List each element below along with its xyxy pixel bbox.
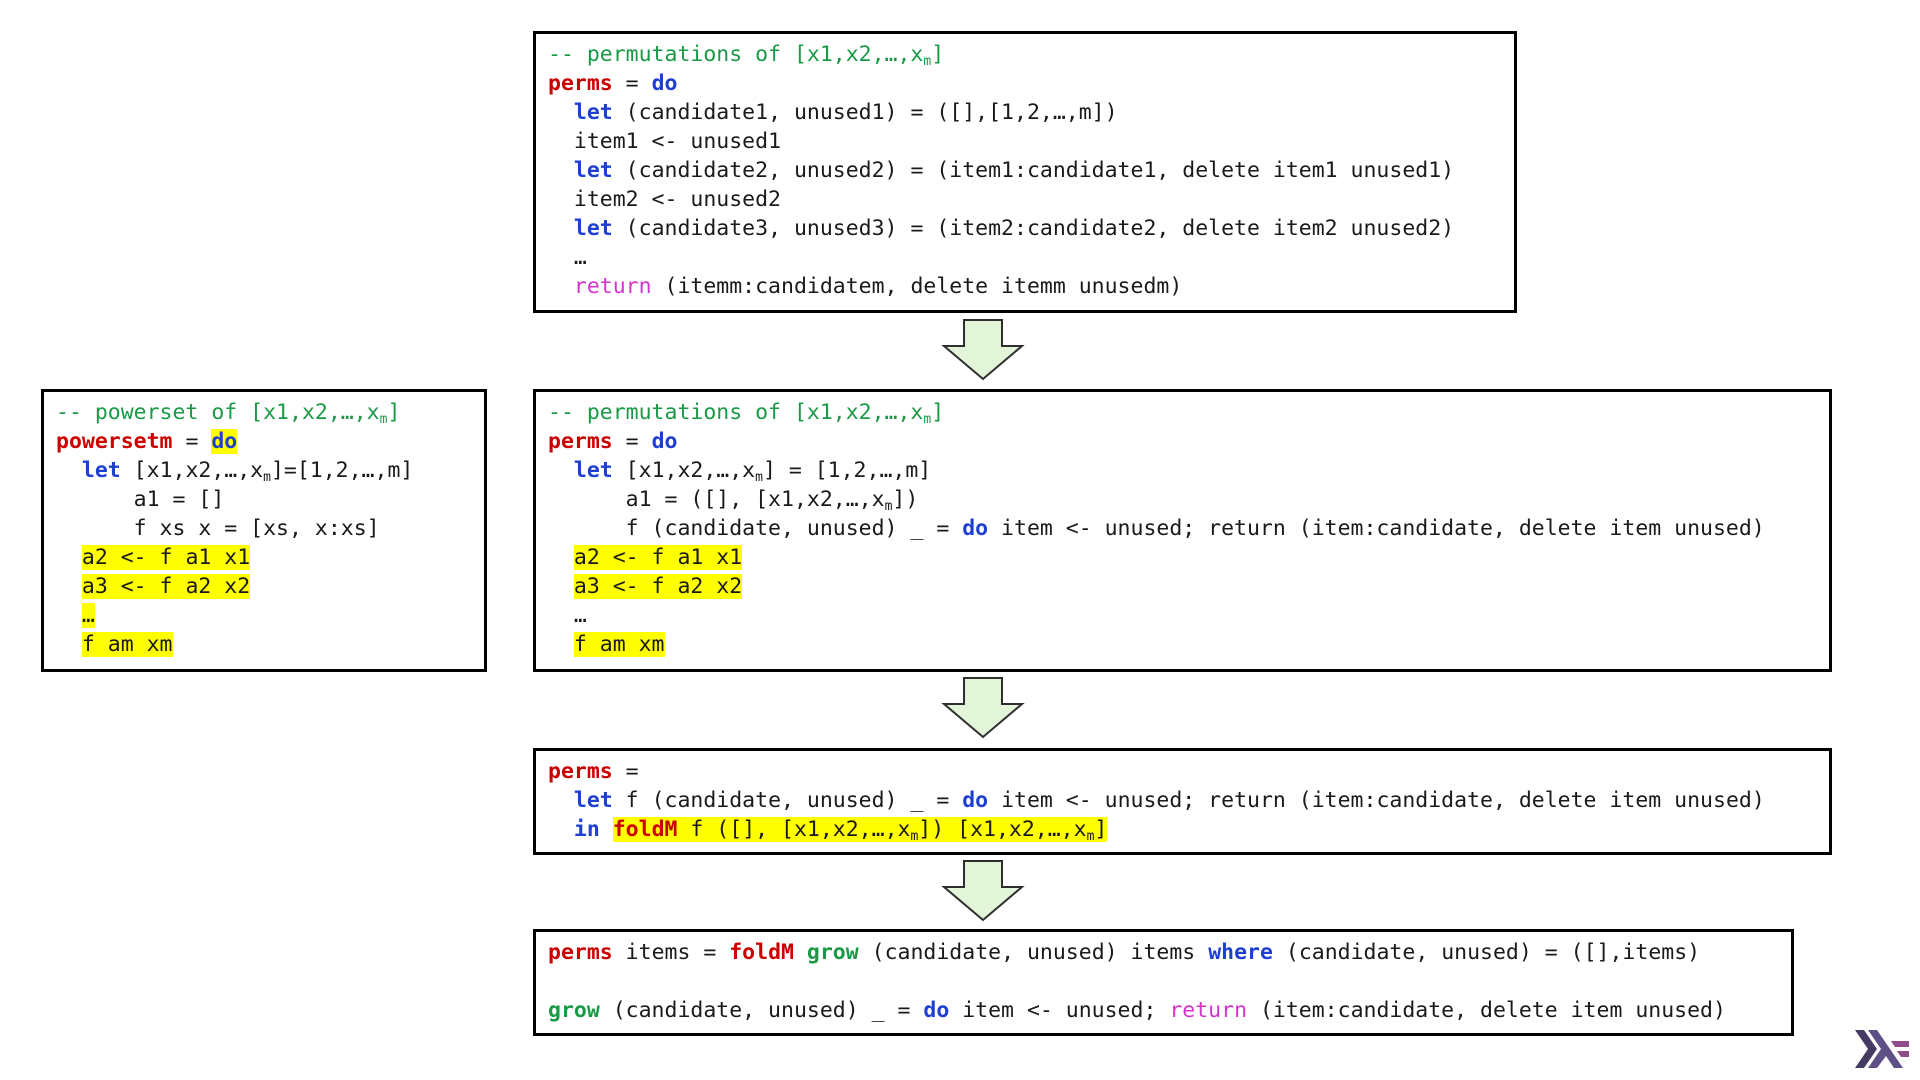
- code-line-powersetm-do: powersetm = do: [56, 429, 238, 454]
- code-line-return: return (itemm:candidatem, delete itemm u…: [573, 274, 1183, 299]
- code-line-let: let [x1,x2,…,xm]=[1,2,…,m]: [81, 458, 414, 485]
- down-arrow-icon: [941, 677, 1025, 739]
- code-line-let-1: let (candidate1, unused1) = ([],[1,2,…,m…: [573, 100, 1118, 125]
- code-line-perms: perms =: [548, 759, 639, 784]
- code-line-a2: a2 <- f a1 x1: [573, 545, 743, 570]
- code-line-f-am-xm: f am xm: [573, 632, 665, 657]
- down-arrow-icon: [941, 319, 1025, 381]
- code-line-in-foldm: in foldM f ([], [x1,x2,…,xm]) [x1,x2,…,x…: [573, 817, 1108, 844]
- code-line-perms-do: perms = do: [548, 71, 678, 96]
- code-line-a1: a1 = ([], [x1,x2,…,xm]): [625, 487, 919, 514]
- code-line-comment: -- powerset of [x1,x2,…,xm]: [56, 400, 401, 427]
- code-line-perms-foldm: perms items = foldM grow (candidate, unu…: [548, 940, 1701, 965]
- code-line-a3: a3 <- f a2 x2: [81, 574, 251, 599]
- code-line-a1: a1 = []: [133, 487, 225, 512]
- code-line-a2: a2 <- f a1 x1: [81, 545, 251, 570]
- final-definition-box: perms items = foldM grow (candidate, unu…: [533, 929, 1794, 1036]
- code-line-f-def: f xs x = [xs, x:xs]: [133, 516, 380, 541]
- code-line-grow-def: grow (candidate, unused) _ = do item <- …: [548, 998, 1726, 1023]
- code-line-let-3: let (candidate3, unused3) = (item2:candi…: [573, 216, 1455, 241]
- code-line-item1: item1 <- unused1: [573, 129, 781, 154]
- code-line-f-am-xm: f am xm: [81, 632, 173, 657]
- code-line-ellipsis: …: [573, 603, 587, 628]
- code-line-blank: [548, 967, 1779, 996]
- code-line-comment: -- permutations of [x1,x2,…,xm]: [548, 42, 945, 69]
- powerset-box: -- powerset of [x1,x2,…,xm] powersetm = …: [41, 389, 487, 672]
- code-line-item2: item2 <- unused2: [573, 187, 781, 212]
- top-permutations-box: -- permutations of [x1,x2,…,xm] perms = …: [533, 31, 1517, 313]
- down-arrow-icon: [941, 860, 1025, 922]
- code-line-let-2: let (candidate2, unused2) = (item1:candi…: [573, 158, 1455, 183]
- foldm-box: perms = let f (candidate, unused) _ = do…: [533, 748, 1832, 855]
- code-line-let-f: let f (candidate, unused) _ = do item <-…: [573, 788, 1765, 813]
- code-line-comment: -- permutations of [x1,x2,…,xm]: [548, 400, 945, 427]
- haskell-logo-icon: [1855, 1030, 1909, 1068]
- code-line-let: let [x1,x2,…,xm] = [1,2,…,m]: [573, 458, 932, 485]
- code-line-perms-do: perms = do: [548, 429, 678, 454]
- code-line-a3: a3 <- f a2 x2: [573, 574, 743, 599]
- code-line-f-def: f (candidate, unused) _ = do item <- unu…: [625, 516, 1765, 541]
- code-line-ellipsis: …: [81, 603, 95, 628]
- mid-permutations-box: -- permutations of [x1,x2,…,xm] perms = …: [533, 389, 1832, 672]
- code-line-ellipsis: …: [573, 245, 587, 270]
